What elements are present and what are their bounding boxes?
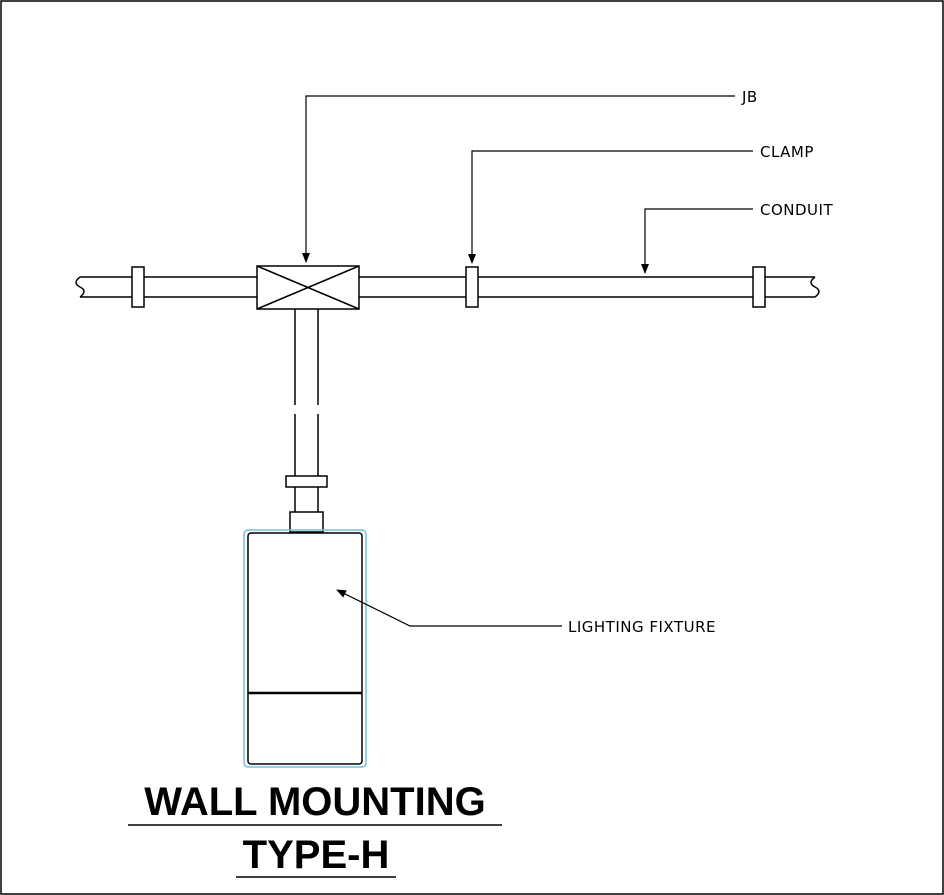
clamp-left xyxy=(131,266,145,308)
clamp-middle xyxy=(465,266,479,308)
junction-box xyxy=(256,265,360,310)
clamp-callout xyxy=(468,150,753,264)
lighting-fixture-callout xyxy=(336,589,562,627)
title-line-1: WALL MOUNTING xyxy=(144,780,485,824)
conduit-label: CONDUIT xyxy=(760,201,833,219)
jb-callout xyxy=(302,95,735,263)
lighting-fixture-label: LIGHTING FIXTURE xyxy=(568,618,716,636)
clamp-label: CLAMP xyxy=(760,143,814,161)
title-line-2: TYPE-H xyxy=(243,833,390,877)
drop-conduit xyxy=(285,309,328,533)
conduit-run xyxy=(75,276,820,298)
lighting-fixture xyxy=(243,529,367,768)
jb-label: JB xyxy=(741,88,758,106)
clamp-right xyxy=(752,266,766,308)
conduit-callout xyxy=(641,208,753,274)
